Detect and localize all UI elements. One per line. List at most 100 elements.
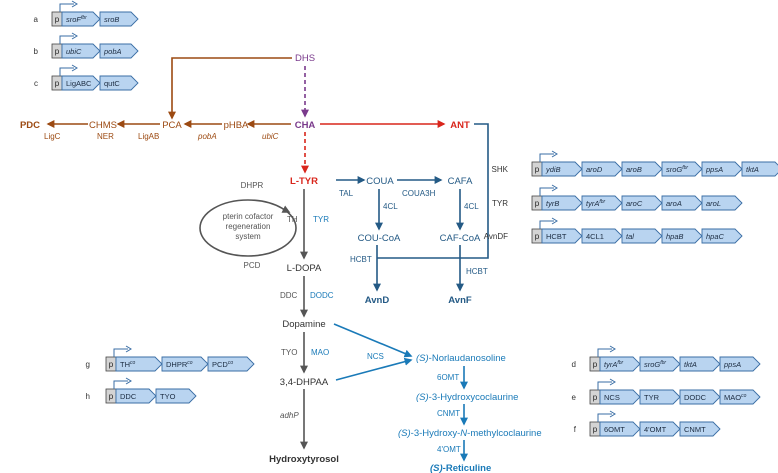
pterin-cycle-arrow [281,205,291,213]
gene-arrow-e-2 [679,389,721,405]
metabolite-pdc: PDC [20,120,40,131]
enzyme-ligc: LigC [44,132,61,141]
gene-label: aroA [666,199,682,208]
operon-label: h [86,392,90,401]
metabolite-hydroxytyrosol: Hydroxytyrosol [269,454,339,465]
gene-superscript: fbr [81,15,87,21]
gene-arrow-tyr-2 [621,195,663,211]
promoter-arrow-icon [113,380,128,389]
promoter-arrowhead-icon [125,345,132,353]
promoter-label: p [593,425,598,434]
gene-label: LigABC [66,79,92,88]
gene-label: pobA [103,47,122,56]
gene-label: aroL [706,199,721,208]
metabolite-coua: COUA [366,176,394,187]
gene-arrow-f-2 [679,421,721,437]
gene-label: THco [120,360,136,369]
methyl-stereo: (S) [398,428,411,439]
gene-label: hpaC [706,232,725,241]
metabolite-dhpaa: 3,4-DHPAA [280,377,329,388]
enzyme-ligab: LigAB [138,132,159,141]
gene-arrow-avndf-0 [541,228,583,244]
gene-label: tyrAfbr [586,199,606,208]
gene-arrow-g-1 [161,356,209,372]
cycle-label-1: pterin cofactor [223,212,274,221]
gene-arrow-shk-0 [541,161,583,177]
gene-arrow-shk-5 [741,161,778,177]
enzyme-labels: LigC NER LigAB pobA ubiC TAL COUA3H 4CL … [44,132,488,454]
enzyme-4cl-right: 4CL [464,202,479,211]
metabolite-cha: CHA [295,120,316,131]
operon-label: c [34,79,38,88]
gene-arrow-e-3 [719,389,761,405]
operon-label: f [574,425,577,434]
dopamine-to-norlaud-arrow [333,323,413,358]
promoter-arrow-icon [597,413,612,422]
metabolite-avnf: AvnF [448,295,472,306]
metabolite-dhs: DHS [295,53,315,64]
methyl-name-b: -methylcoclaurine [467,428,541,439]
gene-label: hpaB [666,232,684,241]
gene-arrow-f-0 [599,421,641,437]
promoter-arrow-icon [539,220,554,229]
promoter-label: p [535,232,540,241]
gene-arrow-avndf-4 [701,228,743,244]
operon-label: SHK [492,165,509,174]
promoter-label: p [55,79,60,88]
gene-label: tal [626,232,634,241]
gene-label: sroGfbr [666,165,688,174]
gene-label: DODC [684,393,707,402]
enzyme-dodc: DODC [310,291,334,300]
gene-label: tyrAfbr [604,360,624,369]
enzyme-ddc: DDC [280,291,298,300]
gene-label: ydiB [545,165,561,174]
gene-arrow-g-0 [115,356,163,372]
metabolite-ltyr: L-TYR [290,176,318,187]
promoter-arrow-icon [59,35,74,44]
gene-superscript: co [741,393,747,399]
metabolite-coucoa: COU-CoA [358,233,401,244]
enzyme-adhp: adhP [280,411,299,420]
gene-label: ubiC [66,47,82,56]
enzyme-tyo: TYO [281,348,297,357]
promoter-arrowhead-icon [551,184,558,192]
promoter-arrow-icon [59,3,74,12]
pathway-labels: DHS CHA PCA pHBA CHMS PDC ANT L-TYR COUA… [20,53,542,473]
metabolite-cafcoa: CAF-CoA [440,233,481,244]
gene-arrow-d-2 [679,356,721,372]
operon-label: TYR [492,199,508,208]
enzyme-ncs: NCS [367,352,384,361]
enzyme-th: TH [287,215,298,224]
gene-arrow-shk-1 [581,161,623,177]
metabolite-dopamine: Dopamine [282,319,325,330]
gene-arrow-c-1 [99,75,139,91]
gene-label: NCS [604,393,620,402]
enzyme-hcbt-left: HCBT [350,255,372,264]
methyl-name-n: N [460,428,467,439]
gene-label: 4'OMT [644,425,667,434]
promoter-arrow-icon [539,153,554,162]
gene-arrow-shk-2 [621,161,663,177]
promoter-arrow-icon [59,67,74,76]
gene-label: ppsA [723,360,741,369]
gene-label: 6OMT [604,425,625,434]
gene-label: HCBT [546,232,567,241]
operon-label: d [572,360,576,369]
gene-arrow-e-1 [639,389,681,405]
promoter-label: p [109,360,114,369]
gene-arrow-shk-3 [661,161,703,177]
enzyme-4cl-left: 4CL [383,202,398,211]
methyl-name-a: -3-Hydroxy- [411,428,461,439]
metabolite-avnd: AvnD [365,295,390,306]
promoter-arrowhead-icon [551,150,558,158]
operon-label: b [34,47,39,56]
metabolite-hydroxycoclaurine: (S)-3-Hydroxycoclaurine [416,392,518,403]
metabolite-dhpr: DHPR [241,181,264,190]
gene-label: aroD [586,165,603,174]
